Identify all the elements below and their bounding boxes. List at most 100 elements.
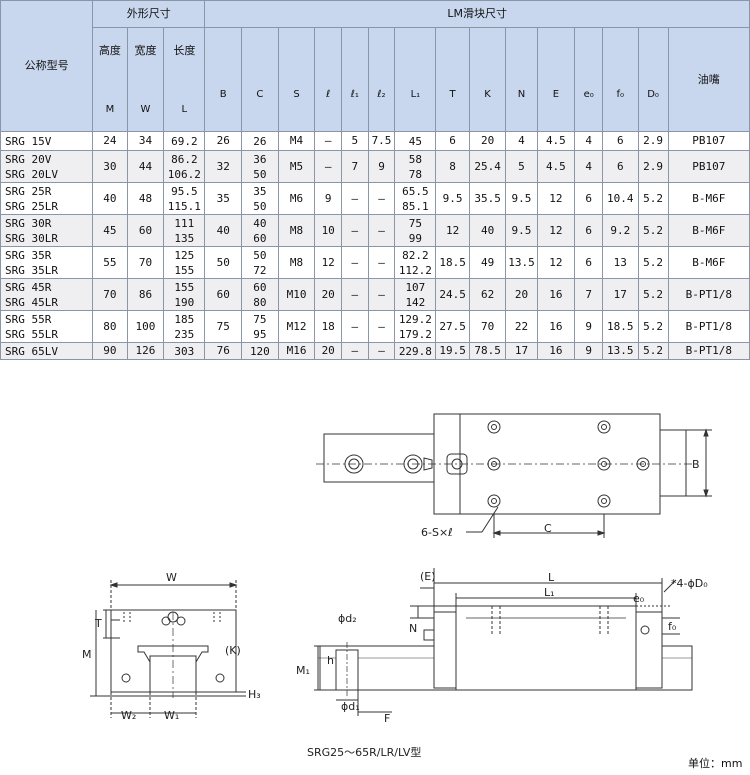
side-view-L1-label: L₁: [544, 586, 555, 599]
cell-L-line: 135: [174, 231, 195, 245]
model-cell-line: SRG 30LR: [5, 231, 58, 245]
cell-C-line: 120: [249, 344, 270, 358]
cell-l2: —: [367, 342, 396, 360]
cell-L: 69.2: [163, 131, 206, 151]
end-view-W1-label: W₁: [164, 709, 179, 722]
model-cell-line: SRG 35LR: [5, 263, 58, 277]
header-N: N: [505, 27, 538, 132]
cell-L1-line: 129.2: [398, 312, 432, 326]
cell-L1-line: 75: [408, 216, 422, 230]
cell-D0: 5.2: [637, 182, 669, 215]
cell-l: 12: [314, 246, 343, 279]
model-cell: SRG 65LV: [0, 342, 94, 360]
cell-W: 100: [126, 310, 165, 343]
cell-l1: 5: [341, 131, 369, 151]
cell-e0: 4: [574, 150, 604, 183]
header-l1: ℓ₁: [341, 27, 369, 132]
cell-l1: —: [341, 182, 369, 215]
cell-e0: 6: [574, 214, 604, 247]
top-view: [316, 413, 712, 538]
cell-T: 24.5: [435, 278, 470, 311]
cell-N: 17: [505, 342, 538, 360]
cell-f0: 9.2: [602, 214, 639, 247]
top-view-C-label: C: [544, 522, 552, 535]
cell-T: 19.5: [435, 342, 470, 360]
outer-dimensions-header: 外形尺寸: [92, 0, 206, 28]
cell-S: M6: [277, 182, 316, 215]
side-view-L-label: L: [548, 571, 555, 584]
cell-L-line: 69.2: [171, 134, 198, 148]
cell-M: 70: [92, 278, 128, 311]
cell-K: 35.5: [468, 182, 507, 215]
cell-M: 80: [92, 310, 128, 343]
cell-B: 32: [204, 150, 243, 183]
side-view-h-label: h: [327, 654, 334, 667]
model-cell-line: SRG 20V: [5, 152, 52, 166]
cell-M: 55: [92, 246, 128, 279]
cell-N: 13.5: [505, 246, 538, 279]
cell-l: —: [314, 150, 343, 183]
cell-L-line: 155: [174, 263, 195, 277]
side-view-d1-label: ϕd₁: [341, 700, 360, 713]
header-l: ℓ: [314, 27, 343, 132]
header-B: B: [204, 27, 243, 132]
cell-S: M16: [277, 342, 316, 360]
cell-W: 86: [126, 278, 165, 311]
cell-C-line: 36: [253, 152, 267, 166]
cell-M: 30: [92, 150, 128, 183]
cell-M: 40: [92, 182, 128, 215]
top-view-hole-label: 6-S×ℓ: [421, 526, 453, 539]
header-K: K: [468, 27, 507, 132]
model-cell-line: SRG 55LR: [5, 327, 58, 341]
cell-f0: 6: [602, 150, 639, 183]
cell-e0: 9: [574, 342, 604, 360]
cell-l2: —: [367, 182, 396, 215]
cell-W: 48: [126, 182, 165, 215]
cell-L1: 229.8: [394, 342, 437, 360]
model-cell-line: SRG 15V: [5, 134, 52, 148]
side-view-D0-label: *4-ϕD₀: [671, 577, 708, 590]
cell-C-line: 60: [253, 280, 267, 294]
cell-L1-line: 107: [405, 280, 426, 294]
model-cell-line: SRG 45LR: [5, 295, 58, 309]
cell-S: M12: [277, 310, 316, 343]
model-cell-line: SRG 25R: [5, 184, 52, 198]
cell-l: —: [314, 131, 343, 151]
model-cell: SRG 15V: [0, 131, 94, 151]
cell-e0: 6: [574, 246, 604, 279]
cell-L-line: 115.1: [167, 199, 201, 213]
cell-oil: B-PT1/8: [667, 310, 750, 343]
cell-E: 16: [536, 310, 576, 343]
header-T: T: [435, 27, 470, 132]
cell-S: M8: [277, 246, 316, 279]
model-header: 公称型号: [0, 0, 94, 132]
cell-E: 16: [536, 278, 576, 311]
end-view-T-label: T: [94, 617, 102, 630]
cell-S: M5: [277, 150, 316, 183]
cell-C-line: 35: [253, 184, 267, 198]
cell-l1: —: [341, 310, 369, 343]
cell-K: 62: [468, 278, 507, 311]
cell-oil: B-M6F: [667, 214, 750, 247]
cell-f0: 6: [602, 131, 639, 151]
side-view-e0-label: e₀: [633, 592, 645, 605]
cell-e0: 6: [574, 182, 604, 215]
cell-C-line: 50: [253, 199, 267, 213]
cell-B: 40: [204, 214, 243, 247]
cell-S: M4: [277, 131, 316, 151]
